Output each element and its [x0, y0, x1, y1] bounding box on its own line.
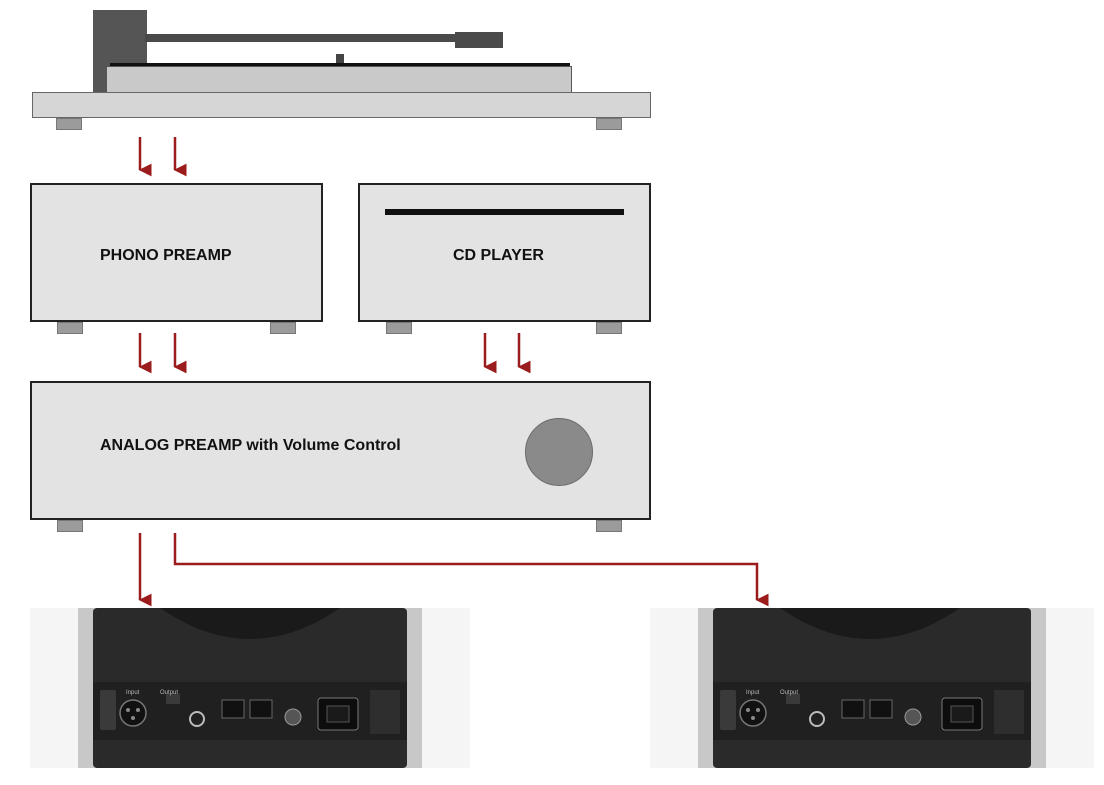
turntable-foot-right [596, 118, 622, 130]
analog-preamp-label: ANALOG PREAMP with Volume Control [100, 437, 401, 454]
analog-preamp-foot-left [57, 520, 83, 532]
cd-player-disc-slot [385, 209, 624, 215]
speaker-right-input-label: Input [746, 690, 760, 696]
arrow-preamp-to-right-speaker [173, 533, 769, 607]
phono-preamp-foot-right [270, 322, 296, 334]
turntable-plinth-top [106, 66, 572, 93]
volume-knob [525, 418, 593, 486]
cd-player-foot-right [596, 322, 622, 334]
speaker-left-input-label: Input [126, 690, 140, 696]
phono-preamp-box [30, 183, 323, 322]
turntable-base [32, 92, 651, 118]
speaker-right-output-label: Output [780, 690, 798, 696]
turntable-platter [110, 63, 570, 66]
cd-player-foot-left [386, 322, 412, 334]
cd-player-box [358, 183, 651, 322]
turntable-tonearm-counterweight [336, 54, 344, 64]
phono-preamp-foot-left [57, 322, 83, 334]
analog-preamp-foot-right [596, 520, 622, 532]
phono-preamp-label: PHONO PREAMP [100, 247, 232, 264]
turntable-tonearm [145, 34, 490, 42]
cd-player-label: CD PLAYER [453, 247, 544, 264]
speaker-left-output-label: Output [160, 690, 178, 696]
turntable-foot-left [56, 118, 82, 130]
turntable-headshell [455, 32, 503, 48]
